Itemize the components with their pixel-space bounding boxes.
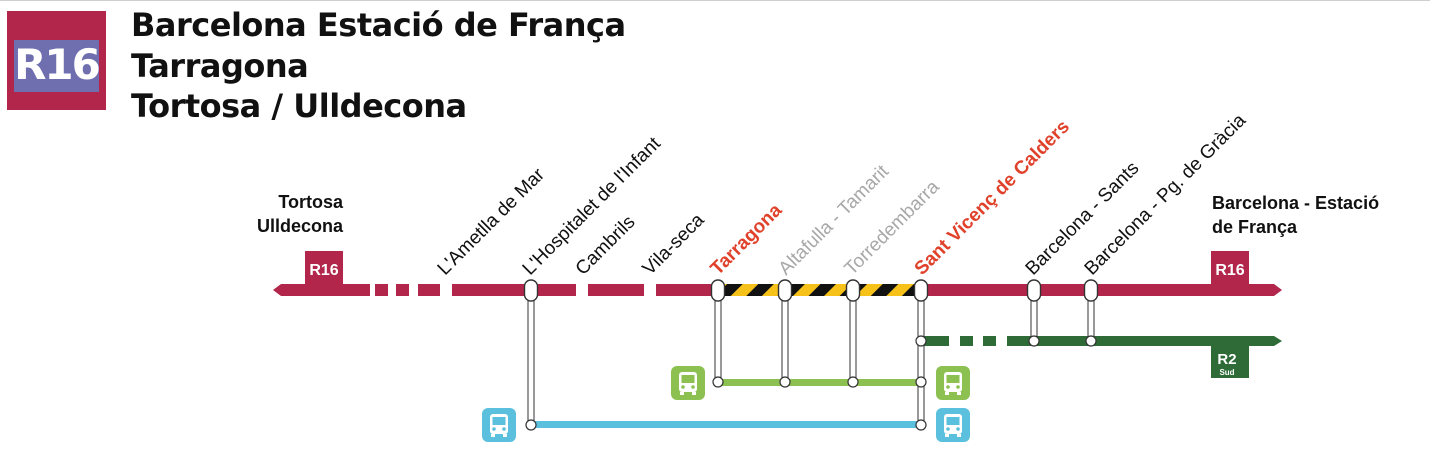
connector [527,289,535,426]
r16-segment [656,284,720,296]
r2-arrow [1007,336,1282,346]
r2-badge-sub: Sud [1219,368,1234,377]
station-marker [777,279,793,302]
r16-line [273,284,1282,296]
r2-dash [983,336,996,346]
bus-icon [936,366,970,400]
connector [714,289,722,384]
line-badge-inner [14,40,99,92]
r16-badge-right-label: R16 [1215,262,1244,279]
station-markers [523,279,1099,302]
line-badge-label: R16 [14,40,101,89]
bus-icon [936,408,970,442]
junction [779,376,791,388]
r16-badge-left-label: R16 [309,262,338,279]
r16-dash [396,284,409,296]
destination-title-2: Tarragona [131,47,309,85]
station-marker [523,279,539,302]
r2-dash [960,336,973,346]
station-marker [845,279,861,302]
station-marker [710,279,726,302]
station-marker [1083,279,1099,302]
line-badge-r16: R16 [7,11,106,110]
terminal-left-line2: Ulldecona [257,216,344,236]
r2-line [923,336,1282,346]
r16-right-arrow [922,284,1282,296]
junction [712,376,724,388]
r16-badge-right: R16 [1211,251,1249,284]
r2-dash [923,336,949,346]
destination-title-1: Barcelona Estació de França [131,6,626,44]
junction [1028,335,1040,347]
r16-left-arrow [273,284,370,296]
connector [849,289,857,384]
junction [525,419,537,431]
station-marker [1026,279,1042,302]
destination-title-3: Tortosa / Ulldecona [131,87,467,125]
r2-badge: R2 Sud [1211,346,1249,378]
junctions [525,335,1097,431]
r16-segment [588,284,644,296]
junction [915,419,927,431]
connectors [527,289,1095,426]
station-marker [913,279,929,302]
r16-badge-left: R16 [305,251,343,284]
station-label-bcn-sants: Barcelona - Sants [1022,158,1144,280]
bus-icon [482,408,516,442]
station-label-altafulla: Altafulla - Tamarit [775,161,894,280]
r16-dash [375,284,388,296]
junction [1085,335,1097,347]
bus-icon [671,366,705,400]
station-label-tarragona: Tarragona [707,200,787,280]
terminal-left-line1: Tortosa [278,192,344,212]
terminal-right-line1: Barcelona - Estació [1212,193,1379,213]
junction [915,376,927,388]
junction [915,335,927,347]
station-label-vilaseca: Vila-seca [639,209,709,279]
bus-line-green [720,379,920,386]
r16-segment [452,284,576,296]
connector [781,289,789,384]
top-rule [0,0,1430,1]
junction [847,376,859,388]
works-section [720,284,922,296]
bus-line-blue [533,421,921,428]
r2-badge-label: R2 [1217,351,1236,368]
connector [917,289,925,426]
terminal-right-line2: de França [1212,217,1298,237]
r16-dash [418,284,440,296]
